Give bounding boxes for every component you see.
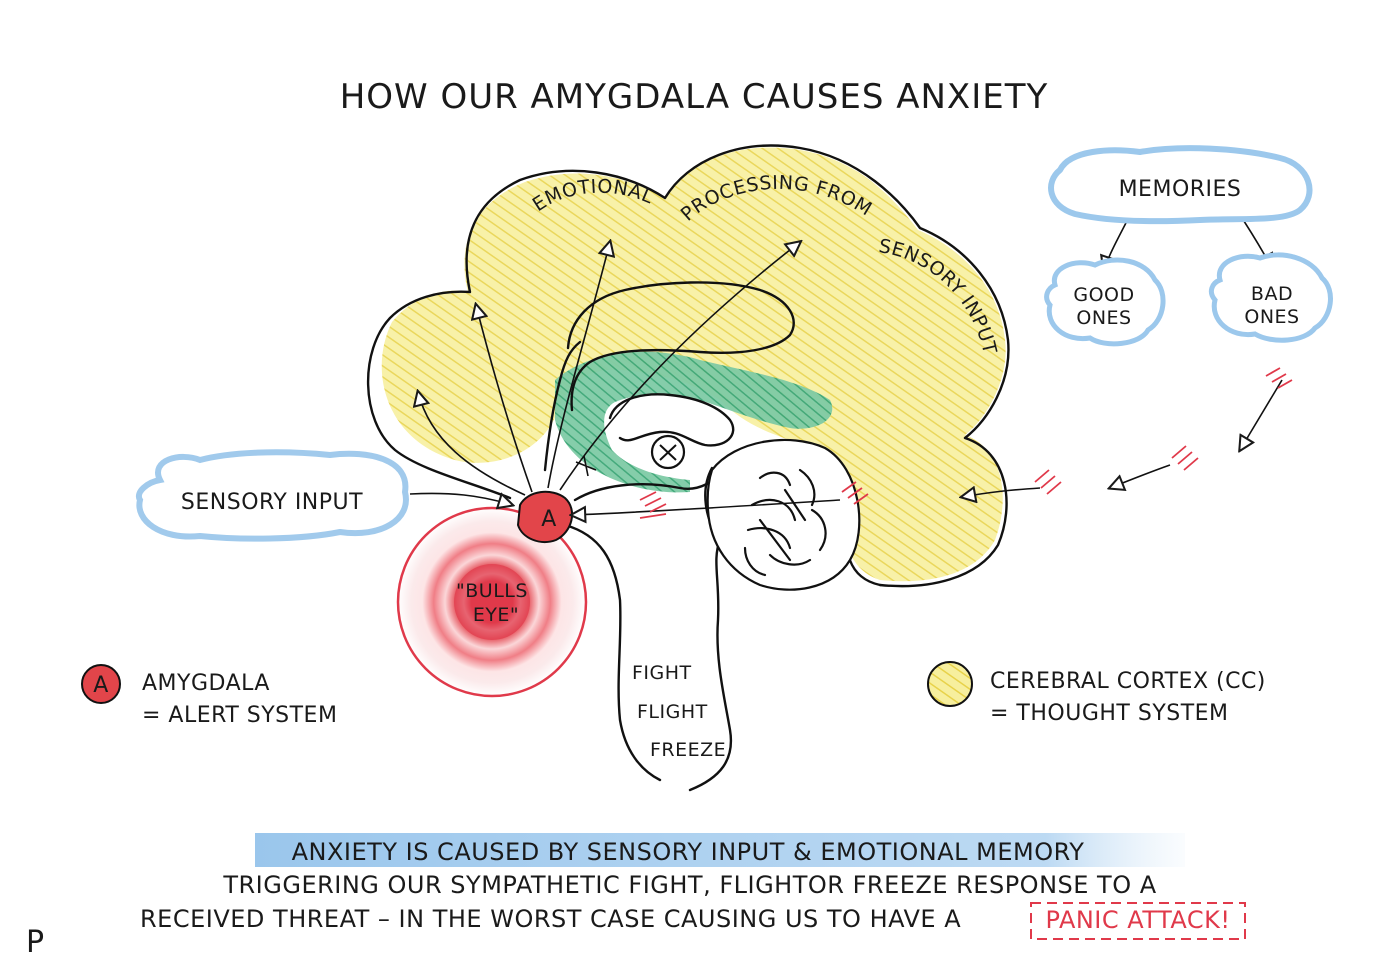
caption-line2: TRIGGERING OUR SYMPATHETIC FIGHT, FLIGHT… xyxy=(222,871,1156,899)
legend-cortex: CEREBRAL CORTEX (CC) = THOUGHT SYSTEM xyxy=(927,661,1266,726)
arrow-icon xyxy=(1110,464,1171,488)
arrow-icon xyxy=(962,488,1041,497)
good-ones-line2: ONES xyxy=(1076,307,1131,329)
arrow-icon xyxy=(409,493,512,505)
memories-label: MEMORIES xyxy=(1119,177,1242,202)
legend-amygdala-marker: A xyxy=(93,673,109,698)
legend-cortex-line1: CEREBRAL CORTEX (CC) xyxy=(990,669,1266,694)
arrow-icon xyxy=(476,305,533,493)
sensory-input-label: SENSORY INPUT xyxy=(181,490,363,515)
legend-amygdala: A AMYGDALA = ALERT SYSTEM xyxy=(81,664,337,728)
cerebellum xyxy=(706,438,861,591)
legend-cortex-line2: = THOUGHT SYSTEM xyxy=(990,701,1229,726)
arrow-icon xyxy=(559,242,800,491)
arrow-icon xyxy=(1240,379,1283,450)
caption: ANXIETY IS CAUSED BY SENSORY INPUT & EMO… xyxy=(140,833,1246,940)
response-flight: FLIGHT xyxy=(637,701,708,723)
cloud-bad-ones: BAD ONES xyxy=(1208,252,1333,343)
amygdala-marker: A xyxy=(541,507,557,532)
arrow-ticks xyxy=(575,455,597,477)
thalamus-marker xyxy=(650,434,686,470)
amygdala: A xyxy=(516,490,574,544)
bullseye-label-line2: EYE" xyxy=(473,604,519,626)
limbic-system xyxy=(555,351,833,493)
signature: P xyxy=(26,925,44,960)
caption-line1: ANXIETY IS CAUSED BY SENSORY INPUT & EMO… xyxy=(292,838,1085,866)
cloud-good-ones: GOOD ONES xyxy=(1044,257,1166,347)
legend-amygdala-line2: = ALERT SYSTEM xyxy=(142,703,337,728)
panic-attack-label: PANIC ATTACK! xyxy=(1046,906,1231,934)
bad-ones-line2: ONES xyxy=(1244,306,1299,328)
bullseye-label-line1: "BULLS xyxy=(456,580,528,602)
diagram-title: HOW OUR AMYGDALA CAUSES ANXIETY xyxy=(340,77,1049,117)
bad-ones-line1: BAD xyxy=(1251,283,1293,305)
legend-amygdala-line1: AMYGDALA xyxy=(142,671,270,696)
bullseye-icon: "BULLS EYE" xyxy=(396,506,588,698)
response-freeze: FREEZE xyxy=(650,739,726,761)
caption-highlight xyxy=(255,833,1185,867)
response-fight: FIGHT xyxy=(632,662,692,684)
arrow-icon xyxy=(572,499,841,515)
amygdala-arrows xyxy=(409,211,1283,515)
caption-line3: RECEIVED THREAT – IN THE WORST CASE CAUS… xyxy=(140,905,961,933)
arrow-icon xyxy=(547,242,610,489)
arrow-icon xyxy=(418,392,526,496)
cloud-memories: MEMORIES xyxy=(1048,145,1313,225)
panic-box xyxy=(1030,902,1246,940)
good-ones-line1: GOOD xyxy=(1073,284,1134,306)
fletching-icon xyxy=(639,367,1293,519)
cloud-sensory-input: SENSORY INPUT xyxy=(135,449,409,542)
